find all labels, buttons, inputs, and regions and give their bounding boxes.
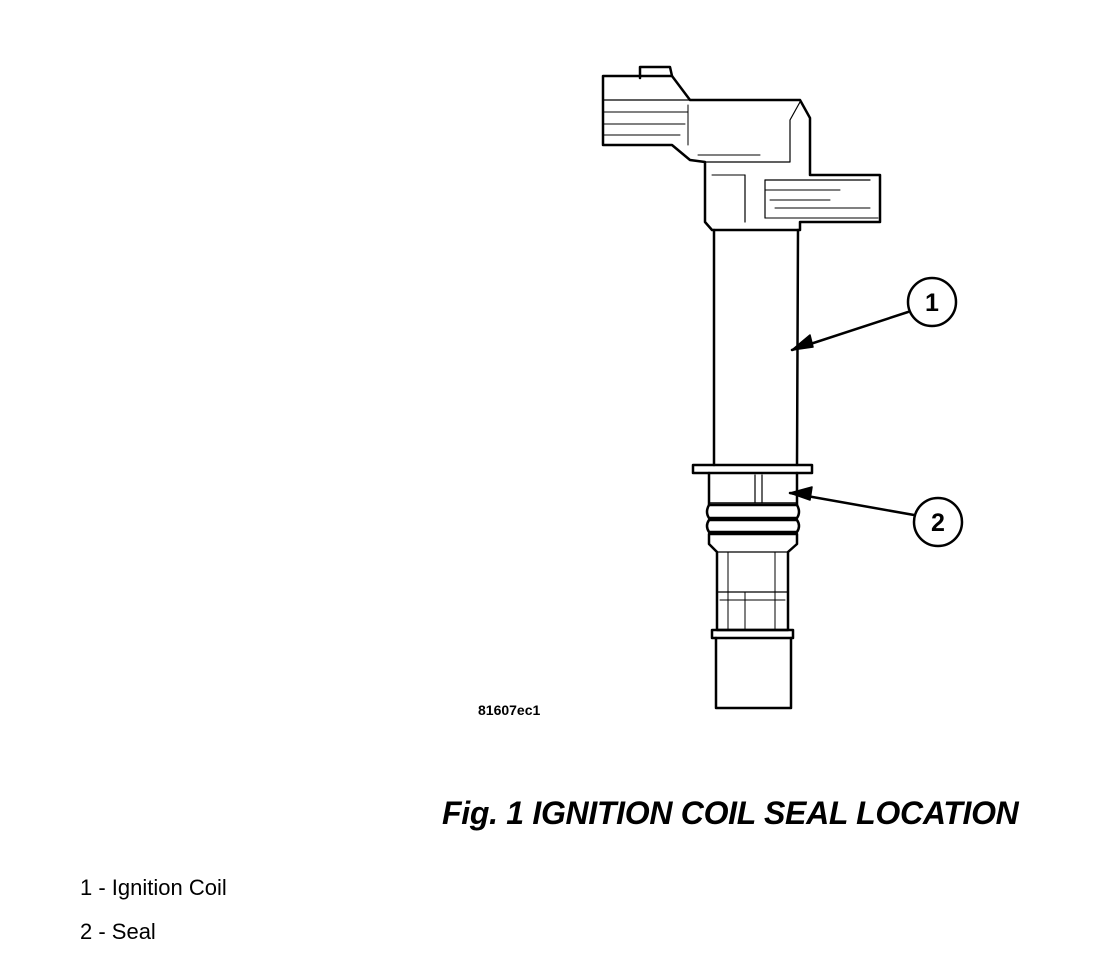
figure-code: 81607ec1 [478,702,541,718]
callout-2: 2 [788,486,964,548]
legend-item: 2 - Seal [80,919,156,944]
callout-1-number: 1 [925,289,939,317]
figure-caption: Fig. 1 IGNITION COIL SEAL LOCATION [442,795,1019,831]
coil-seal [691,463,814,534]
coil-connector-head [601,65,882,232]
coil-boot [707,532,799,710]
callout-2-number: 2 [931,509,945,537]
coil-body [712,228,800,467]
legend: 1 - Ignition Coil 2 - Seal [80,870,227,958]
ignition-coil-illustration: 1 2 [601,65,964,710]
callout-1: 1 [790,276,958,352]
legend-item: 1 - Ignition Coil [80,875,227,900]
